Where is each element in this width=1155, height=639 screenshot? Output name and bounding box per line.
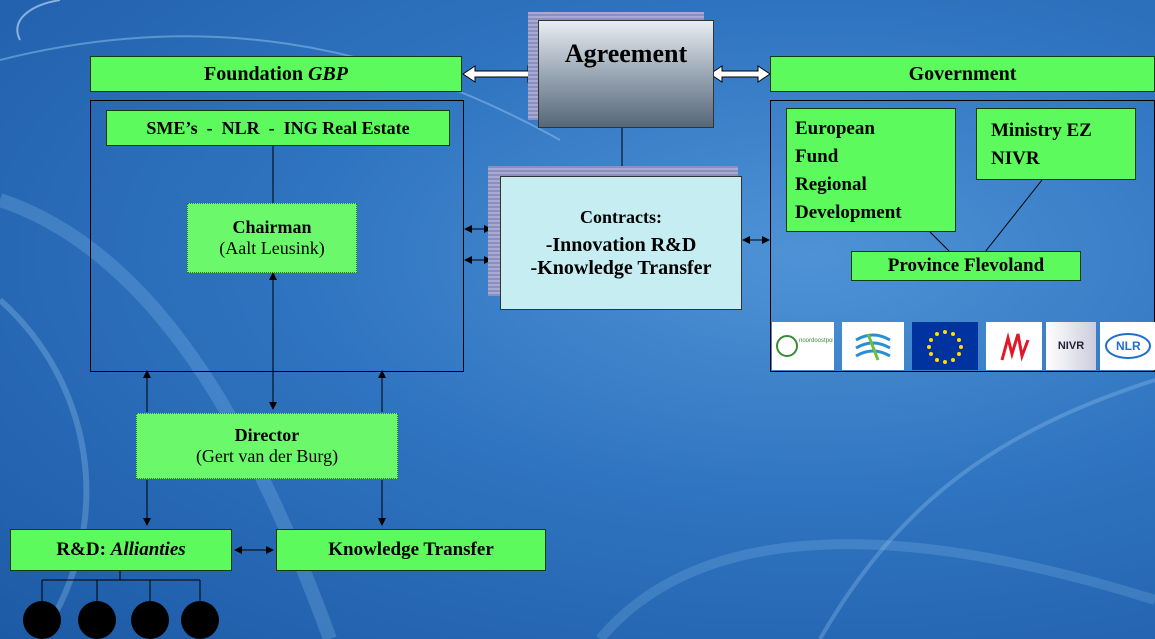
svg-text:NLR: NLR <box>1116 339 1141 353</box>
rd-allianties-box: R&D: Allianties <box>10 529 232 571</box>
flevoland-logo <box>842 322 904 370</box>
foundation-label: Foundation <box>204 62 308 85</box>
efrd-line1: European <box>795 118 875 139</box>
ministry-line2: NIVR <box>991 148 1040 169</box>
government-label: Government <box>908 62 1017 85</box>
efrd-line2: Fund <box>795 146 839 167</box>
eu-stars-icon <box>927 330 963 364</box>
efrd-box: European Fund Regional Development <box>786 108 956 232</box>
rd-label: R&D: <box>56 539 111 560</box>
province-box: Province Flevoland <box>851 251 1081 281</box>
rd-italic: Allianties <box>110 539 186 560</box>
foundation-panel <box>90 100 464 372</box>
foundation-header: Foundation GBP <box>90 56 462 92</box>
contracts-line2: -Knowledge Transfer <box>530 256 712 279</box>
ministry-box: Ministry EZ NIVR <box>976 108 1136 180</box>
nlr-logo: NLR <box>1100 322 1155 370</box>
noordoostpolder-logo: noordoostpolder <box>772 322 834 370</box>
foundation-italic: GBP <box>307 62 348 85</box>
chairman-name: (Aalt Leusink) <box>219 238 325 258</box>
nivr-logo: NIVR <box>1046 322 1096 370</box>
contracts-title: Contracts: <box>580 206 662 227</box>
chairman-title: Chairman <box>232 217 312 237</box>
efrd-line4: Development <box>795 202 902 223</box>
ministry-line1: Ministry EZ <box>991 120 1092 141</box>
knowledge-transfer-label: Knowledge Transfer <box>328 539 494 560</box>
director-title: Director <box>234 425 300 445</box>
agreement-box: Agreement <box>538 20 714 128</box>
government-header: Government <box>770 56 1155 92</box>
members-box: SME’s - NLR - ING Real Estate <box>106 110 450 146</box>
director-box: Director (Gert van der Burg) <box>136 413 398 479</box>
eu-flag-logo <box>912 322 978 370</box>
chairman-box: Chairman (Aalt Leusink) <box>187 203 357 273</box>
svg-text:noordoostpolder: noordoostpolder <box>799 338 833 344</box>
agreement-label: Agreement <box>564 39 688 68</box>
nivr-logo-text: NIVR <box>1057 340 1085 352</box>
members-label: SME’s - NLR - ING Real Estate <box>146 117 410 138</box>
province-label: Province Flevoland <box>887 255 1045 276</box>
contracts-line1: -Innovation R&D <box>545 233 697 256</box>
almere-logo <box>986 322 1042 370</box>
knowledge-transfer-box: Knowledge Transfer <box>276 529 546 571</box>
efrd-line3: Regional <box>795 174 867 195</box>
director-name: (Gert van der Burg) <box>195 446 339 466</box>
contracts-box: Contracts: -Innovation R&D -Knowledge Tr… <box>500 176 742 310</box>
